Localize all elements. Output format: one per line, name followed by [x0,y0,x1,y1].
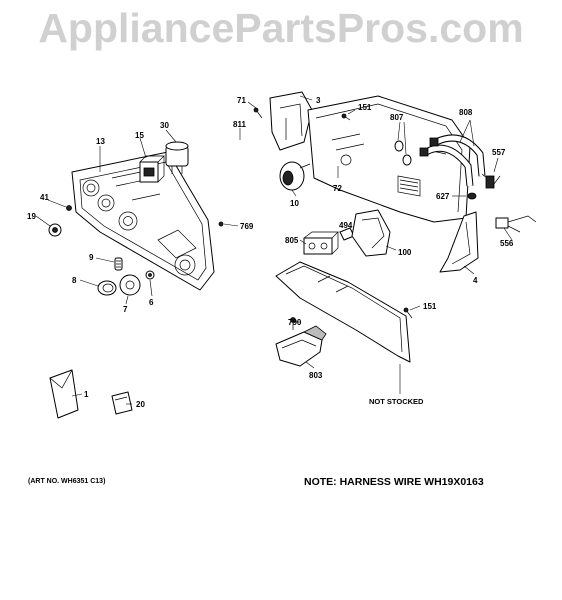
bracket-4-part[interactable] [439,211,479,273]
manual-1-part[interactable] [49,369,79,419]
callout-7: 7 [123,305,128,314]
pressure-switch-10-part[interactable] [279,161,311,191]
callout-30: 30 [160,121,169,130]
callout-6: 6 [149,298,154,307]
base-housing-part[interactable] [275,261,411,363]
callout-20: 20 [136,400,145,409]
card-20-part[interactable] [111,391,133,415]
spring-9-part[interactable] [114,257,123,271]
callout-803: 803 [309,371,323,380]
callout-1: 1 [84,390,89,399]
callout-808: 808 [459,108,473,117]
knob-7-part[interactable] [119,274,141,296]
callout-19: 19 [27,212,36,221]
callout-627: 627 [436,192,450,201]
callout-151-top: 151 [358,103,372,112]
callout-769: 769 [240,222,254,231]
callout-811: 811 [233,120,246,129]
callout-790: 790 [288,318,302,327]
harness-556-part[interactable] [495,215,537,233]
sensor-557-part[interactable] [481,173,501,189]
callout-13: 13 [96,137,105,146]
knob-8-part[interactable] [97,280,117,296]
watermark-text: AppliancePartsPros.com [38,5,524,51]
callout-72: 72 [333,184,342,193]
screw-151-lower-part[interactable] [403,307,413,319]
backsplash-72-part[interactable] [307,95,471,223]
callout-4: 4 [473,276,478,285]
dispenser-803-part[interactable] [275,325,327,367]
knob-19-part[interactable] [48,223,62,237]
callout-151-lower: 151 [423,302,437,311]
callout-71: 71 [237,96,246,105]
valve-cover-100-part[interactable] [351,209,391,257]
callout-41: 41 [40,193,49,202]
water-valve-805-part[interactable] [303,231,339,255]
leader-lines [35,95,513,405]
callout-labels: 13 15 30 41 19 9 8 7 6 1 20 769 71 3 811… [27,96,514,409]
screw-151-top-part[interactable] [341,113,351,121]
harness-note: NOTE: HARNESS WIRE WH19X0163 [304,476,484,488]
callout-807: 807 [390,113,404,122]
callout-10: 10 [290,199,299,208]
clip-790-part[interactable] [290,317,296,331]
callout-100: 100 [398,248,412,257]
timer-part[interactable] [165,141,189,174]
callout-3: 3 [316,96,321,105]
inlet-hoses-808-part[interactable] [419,134,486,187]
callout-557: 557 [492,148,506,157]
callout-556: 556 [500,239,514,248]
not-stocked-label: NOT STOCKED [369,397,424,406]
bracket-3-part[interactable] [269,91,313,151]
art-number-label: (ART NO. WH6351 C13) [28,478,106,485]
callout-15: 15 [135,131,144,140]
callout-805: 805 [285,236,299,245]
washers-807-part[interactable] [394,140,412,166]
hose-811-part[interactable] [231,139,283,163]
clip-41-part[interactable] [66,205,72,211]
callout-8: 8 [72,276,77,285]
switch-part[interactable] [139,155,165,183]
screw-769-part[interactable] [218,221,224,227]
callout-9: 9 [89,253,94,262]
callout-494: 494 [339,221,353,230]
screw-627-part[interactable] [467,192,477,200]
screw-71-part[interactable] [253,107,263,119]
ring-6-part[interactable] [145,270,155,280]
